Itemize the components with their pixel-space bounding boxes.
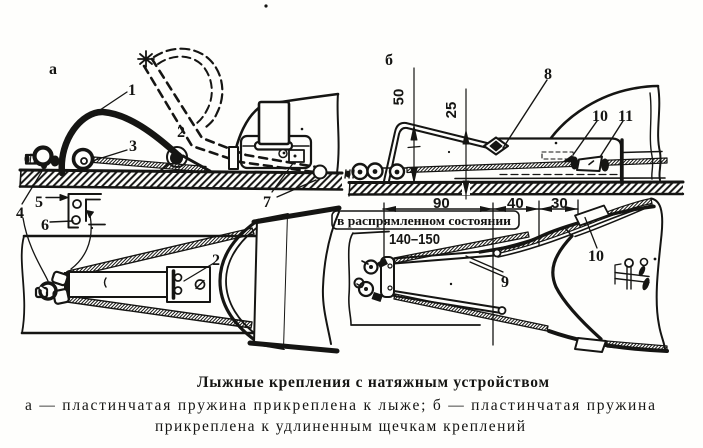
svg-text:9: 9: [501, 274, 509, 291]
svg-text:30: 30: [551, 195, 568, 212]
svg-text:50: 50: [391, 89, 408, 106]
svg-text:90: 90: [433, 195, 450, 212]
svg-text:а: а: [49, 61, 57, 78]
svg-text:2: 2: [212, 252, 220, 269]
svg-text:3: 3: [129, 138, 137, 155]
svg-text:4: 4: [16, 205, 24, 222]
svg-text:2: 2: [177, 124, 185, 141]
svg-text:Лыжные крепления с натяжным ус: Лыжные крепления с натяжным устройством: [197, 374, 549, 391]
svg-text:6: 6: [41, 217, 49, 234]
svg-text:прикреплена к удлиненным щечка: прикреплена к удлиненным щечкам креплени…: [155, 418, 525, 435]
svg-text:б: б: [385, 52, 393, 69]
svg-text:11: 11: [618, 108, 633, 125]
svg-text:10: 10: [592, 108, 608, 125]
svg-text:10: 10: [588, 248, 604, 265]
svg-text:а — пластинчатая пружина прикр: а — пластинчатая пружина прикреплена к л…: [25, 397, 655, 414]
svg-text:в распрямленном состоянии: в распрямленном состоянии: [337, 214, 511, 228]
svg-text:5: 5: [35, 194, 43, 211]
svg-text:8: 8: [544, 66, 552, 83]
svg-text:140–150: 140–150: [389, 231, 440, 248]
svg-text:1: 1: [128, 82, 136, 99]
svg-text:40: 40: [507, 195, 524, 212]
svg-text:7: 7: [263, 194, 271, 211]
svg-text:25: 25: [443, 102, 460, 119]
